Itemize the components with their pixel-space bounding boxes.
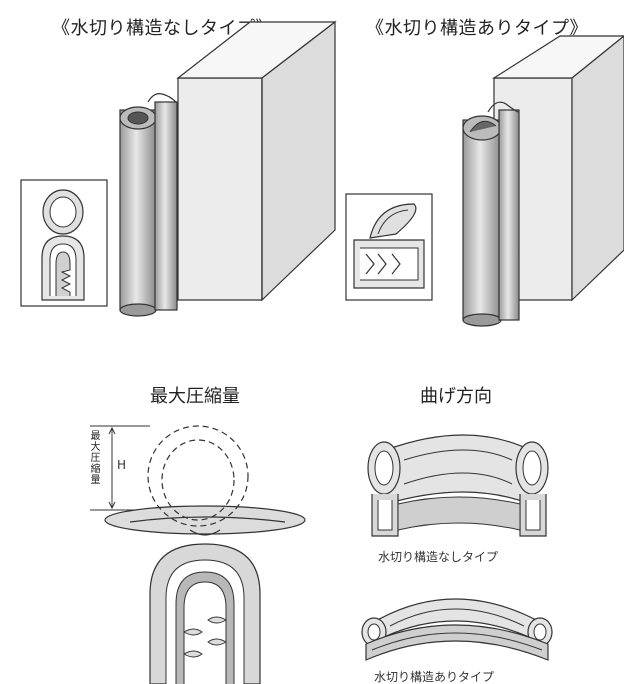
title-with-drip: 《水切り構造ありタイプ》 (366, 18, 588, 39)
caption-with-drip: 水切り構造ありタイプ (374, 670, 495, 684)
seal-clip (154, 101, 178, 311)
compression-plate (104, 505, 306, 535)
panel-with-drip (345, 35, 624, 327)
panel-without-drip (20, 20, 337, 317)
height-label: H (117, 458, 127, 472)
seal-tube (119, 109, 157, 311)
bend-with-drip (361, 598, 553, 661)
caption-without-drip: 水切り構造なしタイプ (378, 550, 499, 564)
vertical-label-max-compression: 最大圧縮量 (88, 430, 99, 485)
compression-diagram (90, 425, 306, 684)
title-without-drip: 《水切り構造なしタイプ》 (52, 18, 274, 39)
seal-tube-2 (462, 119, 502, 321)
bend-without-drip (367, 434, 549, 537)
heading-bending-direction: 曲げ方向 (420, 386, 492, 407)
bulb-uncompressed (147, 425, 249, 527)
bulb-inner (161, 439, 235, 521)
panel-front-face (177, 77, 263, 301)
heading-max-compression: 最大圧縮量 (150, 386, 240, 407)
